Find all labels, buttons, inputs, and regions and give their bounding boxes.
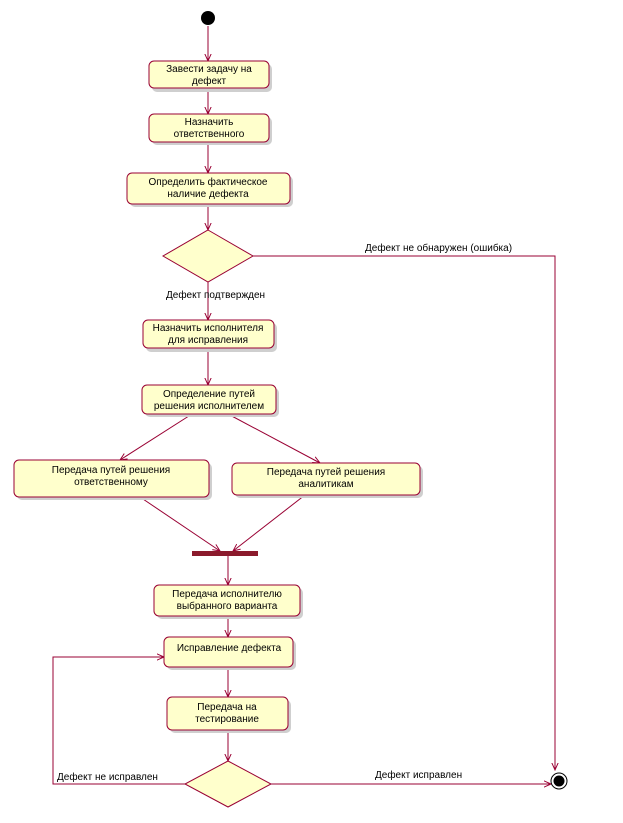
guard-fixed: Дефект исправлен [375,769,462,781]
guard-not-found: Дефект не обнаружен (ошибка) [365,242,512,254]
activity-a7-line2: аналитикам [298,479,353,490]
activity-a7: Передача путей решения аналитикам [231,462,423,498]
flows [52,26,555,785]
activity-a6-line1: Передача путей решения [52,465,170,476]
activity-a10-line1: Передача на [197,702,257,713]
final-node-dot [553,775,565,787]
activity-a9: Исправление дефекта [163,636,296,670]
guard-not-fixed: Дефект не исправлен [57,771,158,783]
activity-a4-line2: для исправления [168,335,248,346]
initial-node [201,11,215,25]
decision-defect-fixed [183,760,273,808]
activity-a1-line1: Завести задачу на [166,64,252,75]
activity-a2-line1: Назначить [185,117,234,128]
activity-a10-line2: тестирование [195,714,259,725]
activity-a8-line1: Передача исполнителю [172,589,282,600]
activity-a8: Передача исполнителю выбранного варианта [153,584,303,619]
activity-a2: Назначить ответственного [148,113,272,145]
activity-a5: Определение путей решения исполнителем [141,384,279,417]
activity-a4-line1: Назначить исполнителя [153,323,264,334]
flow-decision2-a9-loop [52,657,185,785]
flow-decision1-final [253,255,555,770]
activity-a3-line1: Определить фактическое [149,176,268,188]
flow-a5-a6 [120,413,193,460]
flow-a5-a7 [227,413,320,463]
activity-a3: Определить фактическое наличие дефекта [126,172,293,207]
sync-bar [192,551,258,556]
activity-a4: Назначить исполнителя для исправления [142,319,277,352]
flow-a7-sync [233,494,306,551]
activity-a6: Передача путей решения ответственному [13,459,212,500]
activity-a1-line2: дефект [192,75,227,87]
activity-a3-line2: наличие дефекта [167,188,249,200]
activity-a5-line2: решения исполнителем [154,401,264,412]
activity-a7-line1: Передача путей решения [267,467,385,478]
flow-a6-sync [139,496,220,551]
activity-a8-line2: выбранного варианта [177,600,278,612]
activity-a6-line2: ответственному [74,477,148,488]
activity-a9-line1: Исправление дефекта [177,642,282,654]
guard-confirmed: Дефект подтвержден [166,289,265,301]
decision-defect-present [162,229,254,283]
activity-a5-line1: Определение путей [163,389,255,400]
activity-a10: Передача на тестирование [166,696,291,733]
activity-a1: Завести задачу на дефект [148,60,272,92]
activity-a2-line2: ответственного [174,129,245,140]
